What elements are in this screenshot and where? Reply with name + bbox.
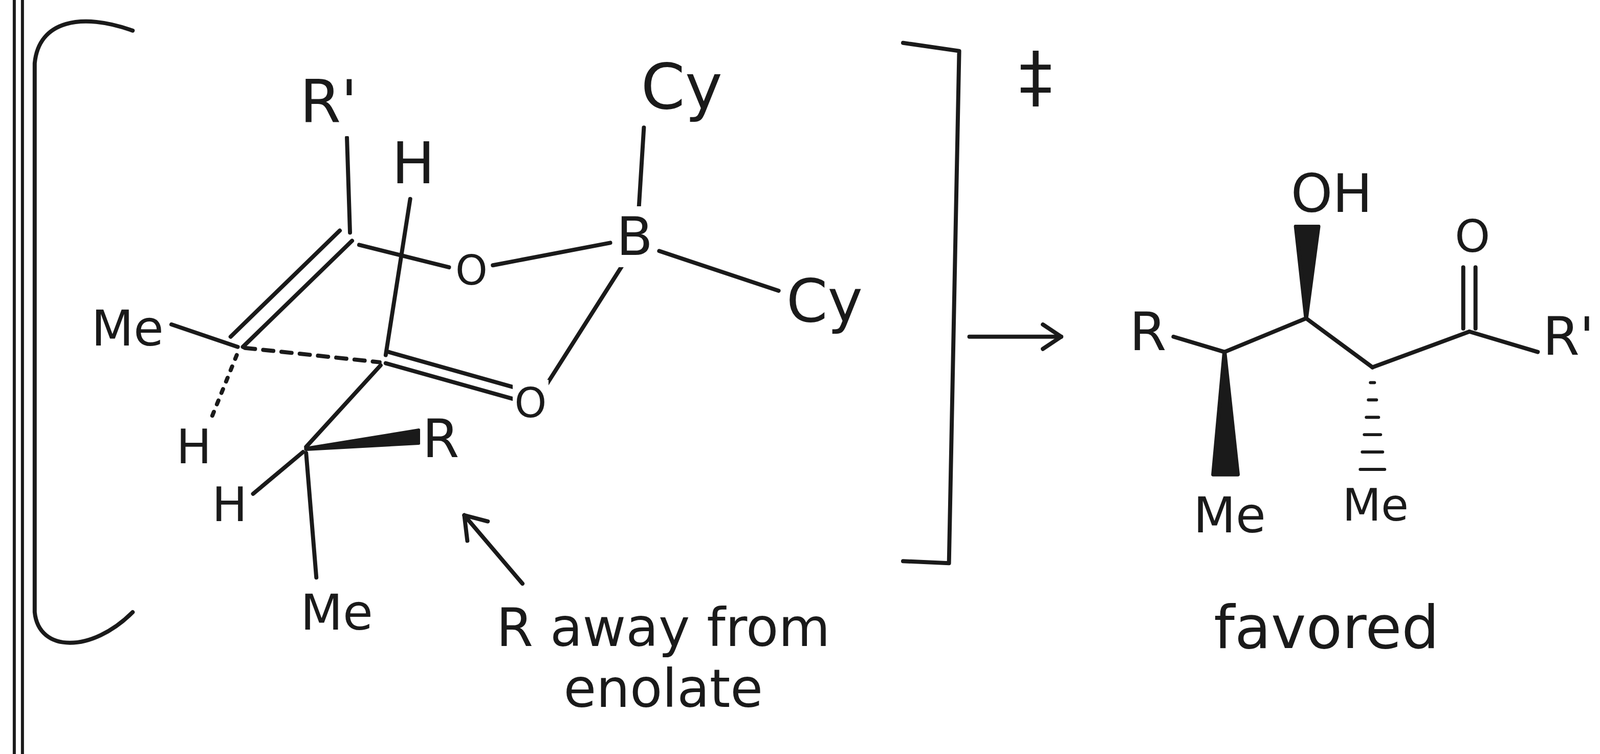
atom-label: R' <box>1540 305 1597 367</box>
atom-label: H <box>209 477 250 532</box>
atom-label: Me <box>298 584 375 641</box>
atom-label: Cy <box>638 50 725 123</box>
atom-label: Me <box>1191 487 1268 544</box>
atom-label: OH <box>1288 163 1375 225</box>
transition-state-symbol: ‡ <box>1016 37 1055 116</box>
atom-label: B <box>614 206 655 268</box>
atom-label: Cy <box>784 267 865 336</box>
atom-label: R <box>420 408 462 470</box>
annotation-note: R away from enolate <box>442 597 886 720</box>
atom-label: O <box>453 247 490 295</box>
atom-label: Me <box>89 300 166 357</box>
product-note: favored <box>1211 593 1441 662</box>
atom-label: Me <box>1340 479 1411 532</box>
atom-label: O <box>512 379 550 427</box>
atom-label: H <box>389 130 437 196</box>
atom-label: R <box>1127 301 1169 363</box>
atom-label: O <box>1452 210 1493 263</box>
atom-label: R' <box>297 68 360 137</box>
atom-label: H <box>173 420 214 474</box>
